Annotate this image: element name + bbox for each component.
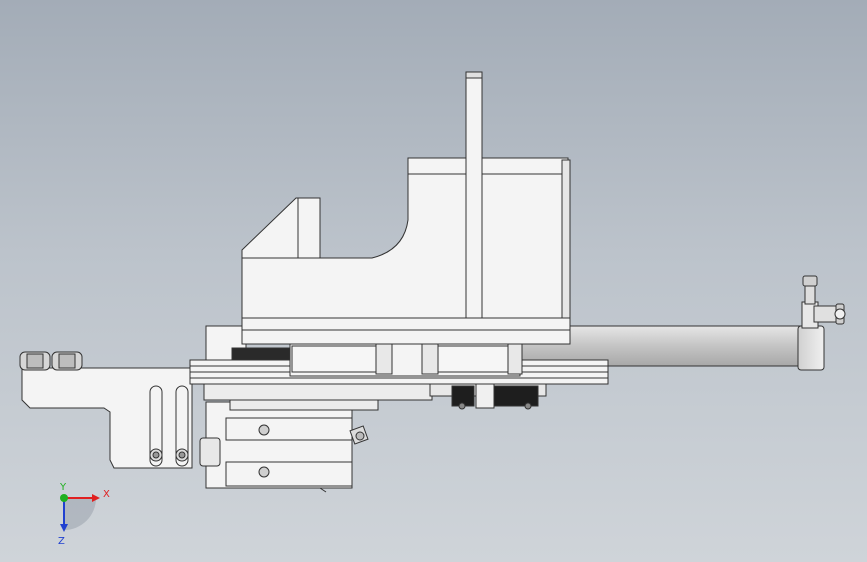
gripper-air-fitting [349, 425, 369, 445]
axis-y-label: Y [59, 482, 67, 493]
coordinate-triad-icon: X Y Z [58, 482, 110, 547]
elbow-fitting [801, 275, 846, 329]
main-plate [241, 317, 571, 345]
bracket-rollers [19, 351, 83, 371]
bracket-slot [149, 385, 163, 467]
sensor-cluster [429, 383, 547, 410]
drive-belt [231, 347, 293, 361]
left-mount-bracket [21, 367, 193, 469]
bracket-slot [175, 385, 189, 467]
axis-x-label: X [103, 489, 110, 500]
vertical-mast [465, 71, 483, 319]
carriage-blocks [289, 343, 523, 377]
axis-z-label: Z [58, 536, 65, 547]
cylinder-end-cap [797, 325, 825, 371]
angled-wedge [241, 197, 321, 259]
